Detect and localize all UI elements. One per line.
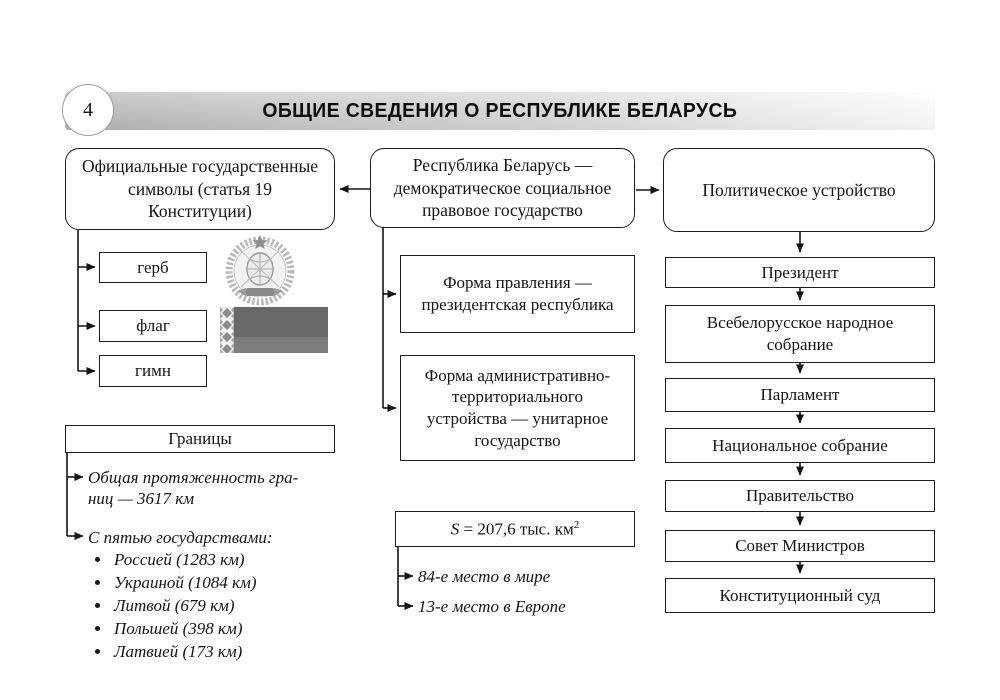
coat-of-arms-icon [225,235,295,306]
neighbors-list: Россией (1283 км) Украиной (1084 км) Лит… [88,549,364,664]
page-number-badge: 4 [62,84,114,136]
chain-box-peoples-assembly: Всебелорусское народное собрание [665,305,935,363]
chain-box-national-assembly: Национальное собрание [665,428,935,463]
page-title: ОБЩИЕ СВЕДЕНИЯ О РЕСПУБЛИКЕ БЕЛАРУСЬ [262,99,738,122]
political-structure-box: Политическое устройство [663,148,935,232]
area-value: S = 207,6 тыс. км2 [451,518,580,540]
area-rank-world: 84-е место в мире [418,567,551,586]
flag-icon [220,307,328,353]
chain-box-government: Правительство [665,480,935,512]
area-variable: S [450,519,460,539]
government-form-box: Форма правления — президентская республи… [400,255,635,333]
header-bar: ОБЩИЕ СВЕДЕНИЯ О РЕСПУБЛИКЕ БЕЛАРУСЬ [65,92,935,130]
neighbor-lithuania: Литвой (679 км) [112,595,364,616]
borders-title-box: Границы [65,425,335,453]
page-number: 4 [83,98,93,121]
neighbor-ukraine: Украиной (1084 км) [112,572,364,593]
neighbor-poland: Польшей (398 км) [112,618,364,639]
chain-box-president: Президент [665,257,935,288]
neighbor-russia: Россией (1283 км) [112,549,364,570]
chain-box-council-of-ministers: Совет Министров [665,530,935,562]
chain-box-constitutional-court: Конституционный суд [665,578,935,613]
area-superscript: 2 [573,518,580,531]
neighbor-latvia: Латвией (173 км) [112,641,364,662]
administrative-form-box: Форма административно-территориального у… [400,355,635,461]
republic-definition-box: Республика Беларусь — демократическое со… [370,148,635,228]
symbol-box-gimn: гимн [99,355,207,387]
symbol-box-flag: флаг [99,310,207,342]
area-box: S = 207,6 тыс. км2 [395,511,635,547]
chain-box-parliament: Парламент [665,378,935,412]
area-number: = 207,6 тыс. км [459,519,574,539]
official-symbols-box: Официальные государственные символы (ста… [65,148,335,230]
symbol-box-gerb: герб [99,252,207,283]
borders-total-length: Общая протяженность гра- ниц — 3617 км [88,468,299,508]
borders-neighbors-label: С пятью государствами: [88,528,273,547]
area-rank-europe: 13-е место в Европе [418,597,566,616]
